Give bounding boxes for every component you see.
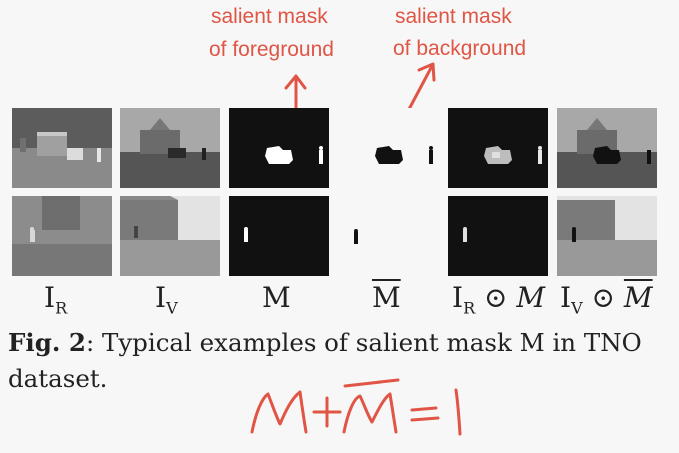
annotation-background-line2: of background	[393, 37, 527, 60]
row2-visible-masked-image	[557, 196, 657, 276]
row2-ir-masked-image	[448, 196, 548, 276]
row1-mask-image	[229, 108, 329, 188]
caption-text: : Typical examples of salient mask M in …	[8, 328, 642, 393]
row1-inverse-mask-image	[337, 108, 437, 188]
label-ir-masked: IR ⊙ M	[452, 281, 546, 318]
annotation-foreground-line2: of foreground	[209, 38, 334, 61]
label-mask-bar: M	[372, 281, 401, 314]
row1-ir-image	[12, 108, 112, 188]
row1-visible-masked-image	[557, 108, 657, 188]
row2-inverse-mask-image	[337, 196, 437, 276]
label-mask: M	[262, 281, 291, 314]
row1-ir-masked-image	[448, 108, 548, 188]
label-visible-masked: IV ⊙ M	[560, 281, 653, 318]
annotation-background-line1: salient mask	[395, 5, 512, 28]
annotation-foreground-line1: salient mask	[211, 5, 328, 28]
row2-ir-image	[12, 196, 112, 276]
caption-label: Fig. 2	[8, 328, 86, 357]
arrow-up-foreground	[284, 74, 307, 112]
equation-sketch	[250, 378, 462, 436]
row2-mask-image	[229, 196, 329, 276]
row1-visible-image	[120, 108, 220, 188]
label-ir: IR	[44, 281, 68, 318]
label-visible: IV	[155, 281, 178, 318]
row2-visible-image	[120, 196, 220, 276]
figure-caption: Fig. 2: Typical examples of salient mask…	[8, 325, 673, 397]
arrow-up-background	[405, 62, 436, 115]
